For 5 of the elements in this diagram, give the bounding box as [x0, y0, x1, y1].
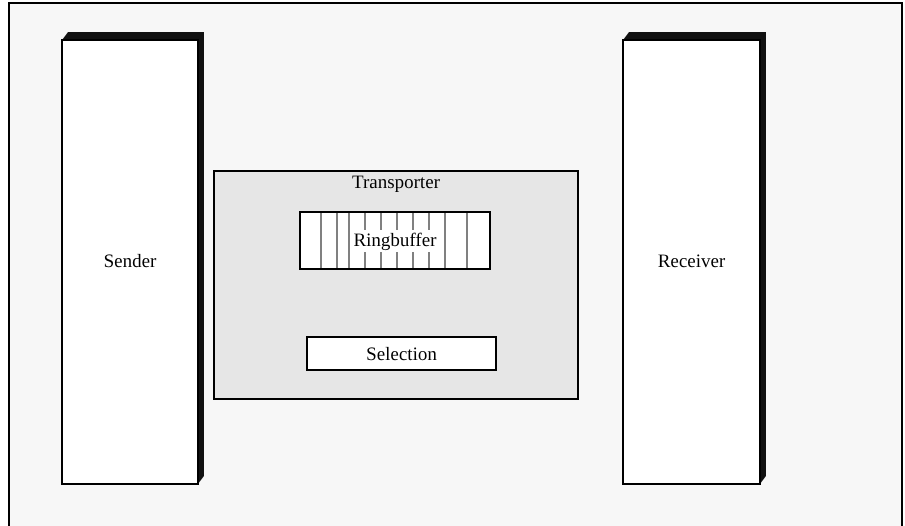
node-label: Sender — [104, 251, 156, 273]
node-label: Transporter — [352, 172, 440, 194]
node-label: Ringbuffer — [352, 230, 438, 252]
node-label: Selection — [366, 344, 437, 366]
node-label: Receiver — [658, 251, 726, 273]
